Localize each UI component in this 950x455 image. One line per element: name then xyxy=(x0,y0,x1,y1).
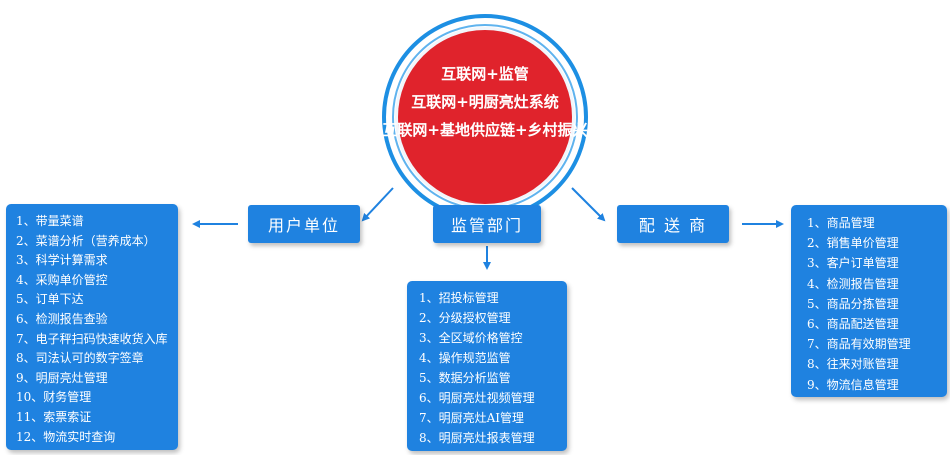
list-item: 3、全区域价格管控 xyxy=(419,331,523,345)
list-item: 8、明厨亮灶报表管理 xyxy=(419,431,535,445)
list-item: 1、带量菜谱 xyxy=(16,214,84,228)
list-item: 4、操作规范监管 xyxy=(419,351,511,365)
list-item: 4、检测报告管理 xyxy=(807,276,899,291)
node-distributor: 配 送 商 xyxy=(617,205,729,243)
list-item: 8、往来对账管理 xyxy=(807,357,899,372)
list-item: 6、商品配送管理 xyxy=(807,317,899,332)
center-circle xyxy=(398,30,572,204)
list-item: 7、明厨亮灶AI管理 xyxy=(419,411,525,425)
list-item: 11、索票索证 xyxy=(16,409,92,424)
supervision-function-list: 1、招投标管理 2、分级授权管理 3、全区域价格管控 4、操作规范监管 5、数据… xyxy=(407,281,567,451)
list-item: 6、明厨亮灶视频管理 xyxy=(419,391,535,405)
center-text: 互联网+监管 互联网+明厨亮灶系统 互联网+基地供应链+乡村振兴 xyxy=(382,60,588,144)
user-function-list: 1、带量菜谱 2、菜谱分析（营养成本） 3、科学计算需求 4、采购单价管控 5、… xyxy=(6,204,178,450)
list-item: 5、数据分析监管 xyxy=(419,371,511,385)
list-item: 5、订单下达 xyxy=(16,292,84,307)
arrow-center-to-user xyxy=(361,187,394,222)
arrow-center-to-distributor xyxy=(571,187,606,222)
node-user: 用户单位 xyxy=(248,205,360,243)
node-supervision: 监管部门 xyxy=(433,205,541,243)
list-item: 7、电子秤扫码快速收货入库 xyxy=(16,331,168,346)
distributor-function-list: 1、商品管理 2、销售单价管理 3、客户订单管理 4、检测报告管理 5、商品分拣… xyxy=(791,205,947,397)
list-item: 9、明厨亮灶管理 xyxy=(16,370,108,385)
list-item: 3、客户订单管理 xyxy=(807,256,899,271)
list-item: 1、商品管理 xyxy=(807,216,875,230)
list-item: 1、招投标管理 xyxy=(419,291,499,305)
list-item: 7、商品有效期管理 xyxy=(807,337,911,352)
center-line-3: 互联网+基地供应链+乡村振兴 xyxy=(382,121,588,139)
list-item: 2、分级授权管理 xyxy=(419,311,511,325)
center-line-1: 互联网+监管 xyxy=(441,65,529,83)
list-item: 9、物流信息管理 xyxy=(807,377,899,392)
list-item: 5、商品分拣管理 xyxy=(807,296,899,311)
list-item: 2、菜谱分析（营养成本） xyxy=(16,233,156,248)
list-item: 3、科学计算需求 xyxy=(16,253,108,268)
center-line-2: 互联网+明厨亮灶系统 xyxy=(411,93,559,111)
list-item: 12、物流实时查询 xyxy=(16,429,116,444)
list-item: 2、销售单价管理 xyxy=(807,236,899,251)
list-item: 10、财务管理 xyxy=(16,390,92,405)
list-item: 4、采购单价管控 xyxy=(16,272,108,287)
list-item: 6、检测报告查验 xyxy=(16,311,108,326)
list-item: 8、司法认可的数字签章 xyxy=(16,351,144,366)
